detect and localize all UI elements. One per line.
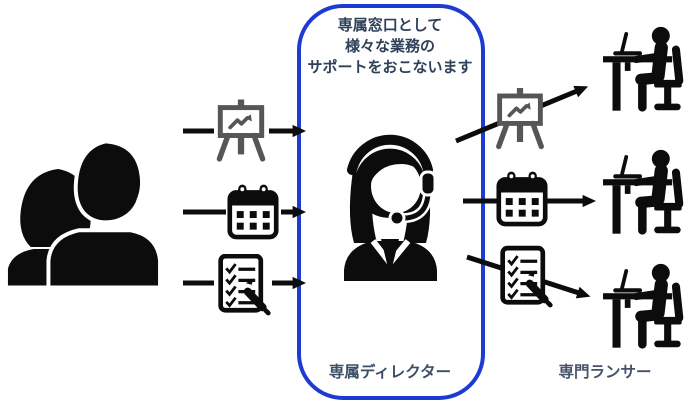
director-operator-icon (337, 126, 444, 281)
easel-chart-icon-left (214, 99, 268, 163)
calendar-icon-right (496, 171, 548, 227)
heading-line-3: サポートをおこないます (307, 58, 473, 76)
director-label: 専属ディレクター (328, 363, 452, 381)
checklist-pen-icon-right (498, 245, 554, 311)
director-box-heading: 専属窓口として 様々な業務の サポートをおこないます (299, 15, 481, 78)
easel-chart-icon-right (493, 88, 547, 150)
freelancer-desk-icon-1 (601, 24, 696, 114)
heading-line-1: 専属窓口として (337, 16, 443, 34)
heading-line-2: 様々な業務の (344, 37, 435, 55)
calendar-icon-left (227, 184, 279, 240)
checklist-pen-icon-left (216, 254, 272, 318)
freelancer-desk-icon-3 (601, 261, 696, 351)
clients-group-icon (4, 134, 162, 287)
lancer-label: 専門ランサー (558, 363, 652, 381)
freelancer-desk-icon-2 (601, 147, 696, 237)
